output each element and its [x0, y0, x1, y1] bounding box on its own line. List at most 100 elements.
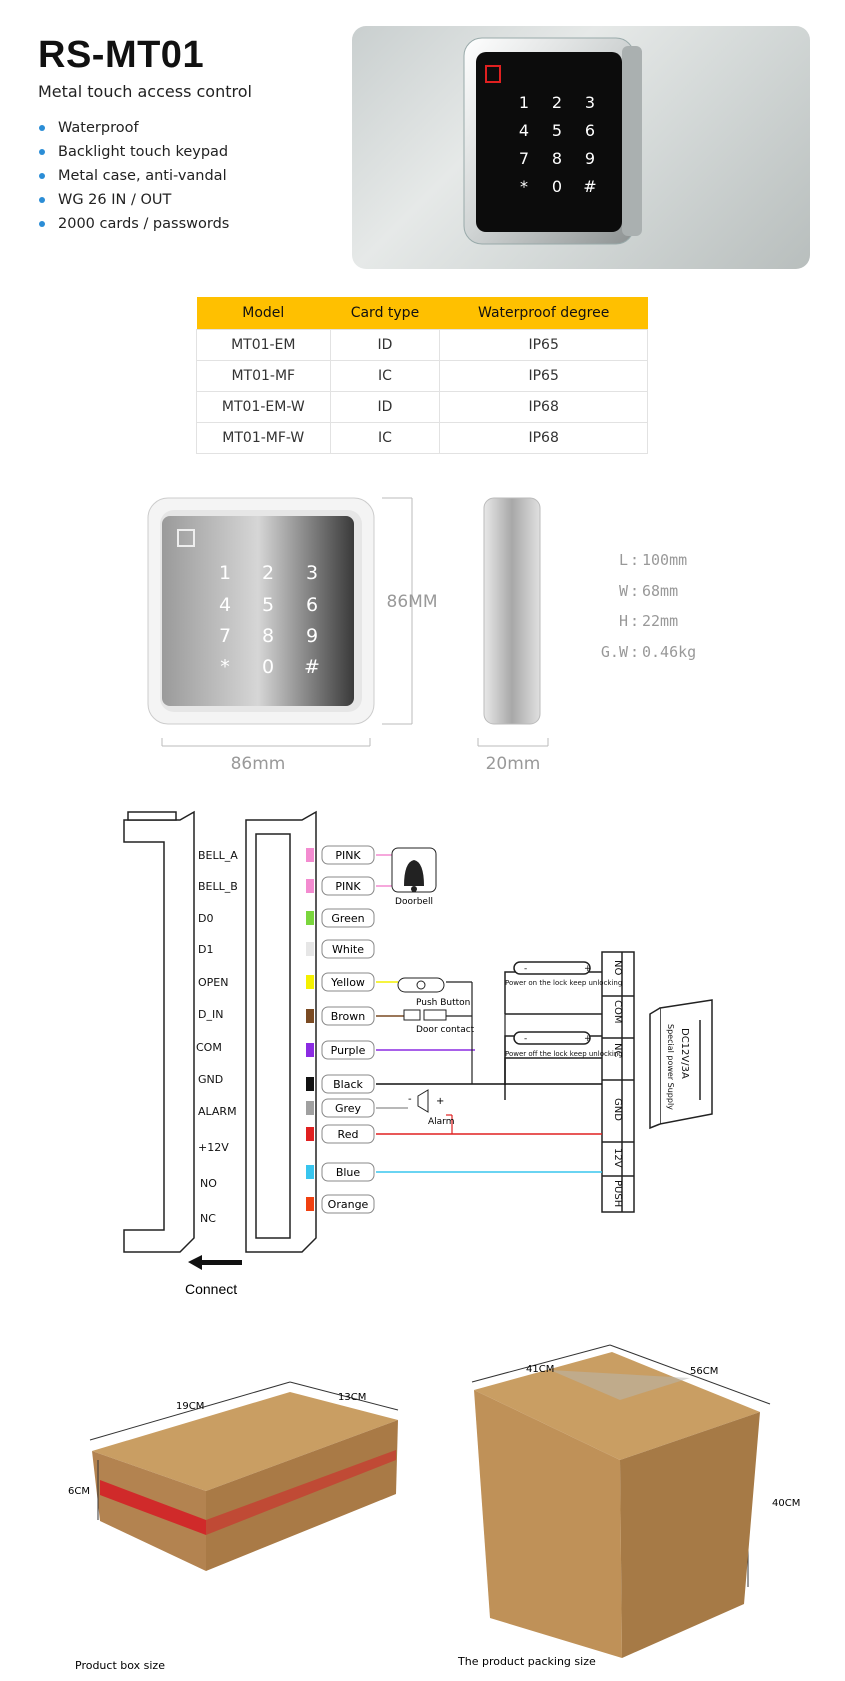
- pin-label: D_IN: [198, 1008, 223, 1021]
- spec-key: W: [619, 582, 629, 600]
- door-contact-label: Door contact: [416, 1025, 475, 1035]
- pin-label: +12V: [198, 1141, 229, 1154]
- pin-label: GND: [198, 1073, 223, 1086]
- table-row: MT01-MF IC IP65: [196, 360, 648, 392]
- table-cell: IP68: [439, 391, 648, 423]
- pin-labels: BELL_A BELL_B D0 D1 OPEN D_IN COM GND AL…: [196, 849, 238, 1225]
- key: 4: [519, 121, 529, 140]
- wire-label-box: [321, 1194, 375, 1214]
- page-subtitle: Metal touch access control: [38, 82, 252, 101]
- table-row: MT01-MF-W IC IP68: [196, 422, 648, 454]
- terminal-label: 12V: [612, 1148, 623, 1168]
- doorbell-label: Doorbell: [395, 897, 433, 907]
- spec-value: 0.46kg: [642, 643, 696, 661]
- wire-color-marker: [306, 975, 314, 989]
- dimension-drawing: 1 2 3 4 5 6 7 8 9 * 0 # 86MM 86mm 20mm L…: [147, 497, 696, 774]
- wire-label: Grey: [335, 1102, 362, 1115]
- dim-label: 41CM: [526, 1364, 554, 1375]
- table-cell: IC: [329, 422, 441, 454]
- table-cell: IP65: [439, 360, 648, 392]
- push-button-label: Push Button: [416, 998, 470, 1008]
- table-cell: MT01-EM: [196, 329, 331, 361]
- wire-label: Green: [331, 912, 364, 925]
- terminal-label: COM: [612, 1000, 623, 1023]
- table-cell: MT01-MF-W: [196, 422, 331, 454]
- key: 2: [552, 93, 562, 112]
- wire-label-box: [321, 939, 375, 959]
- terminal-label: NC: [612, 1043, 623, 1057]
- key: 8: [552, 149, 562, 168]
- terminal-label: NO: [612, 960, 623, 975]
- wire-label-box: [321, 1040, 375, 1060]
- dim-label: 19CM: [176, 1401, 204, 1412]
- key: 7: [519, 149, 529, 168]
- wire-label-box: [321, 845, 375, 865]
- key: 8: [262, 625, 274, 647]
- key: 5: [552, 121, 562, 140]
- table-cell: MT01-EM-W: [196, 391, 331, 423]
- wire-label-box: [321, 972, 375, 992]
- key: 6: [585, 121, 595, 140]
- keypad-illustration: 1 2 3 4 5 6 7 8 9 * 0 #: [463, 37, 642, 245]
- lock-note: Power off the lock keep unlocking: [505, 1050, 623, 1058]
- spec-key: L: [619, 551, 628, 569]
- svg-text::: :: [630, 551, 639, 569]
- wire-color-marker: [306, 1127, 314, 1141]
- spec-value: 22mm: [642, 612, 678, 630]
- dim-label: 40CM: [772, 1498, 800, 1509]
- table-cell: IP68: [439, 422, 648, 454]
- key: 3: [306, 562, 318, 584]
- pin-label: OPEN: [198, 976, 228, 989]
- pin-label: ALARM: [198, 1105, 237, 1118]
- table-cell: ID: [329, 391, 441, 423]
- wire-label: Brown: [331, 1010, 366, 1023]
- table-header: Waterproof degree: [439, 297, 648, 330]
- box-size-illustration: 19CM 13CM 6CM Product box size 41CM 56CM…: [68, 1344, 800, 1672]
- key: 9: [585, 149, 595, 168]
- packing-box-image: [474, 1352, 760, 1658]
- wire-label: Orange: [328, 1198, 369, 1211]
- key: 9: [306, 625, 318, 647]
- svg-text:-: -: [524, 1034, 527, 1044]
- dim-label: 13CM: [338, 1392, 366, 1403]
- svg-text:+: +: [584, 964, 592, 974]
- svg-text::: :: [630, 612, 639, 630]
- wire-color-marker: [306, 942, 314, 956]
- table-row: MT01-EM ID IP65: [196, 329, 648, 361]
- wire-color-marker: [306, 911, 314, 925]
- wire-color-marker: [306, 848, 314, 862]
- spec-key: G.W: [601, 643, 629, 661]
- feature-item: Metal case, anti-vandal: [38, 164, 229, 188]
- width-label: 86mm: [231, 754, 286, 774]
- lock-note: Power on the lock keep unlocking: [505, 979, 622, 987]
- page-title: RS-MT01: [38, 34, 205, 76]
- wire-label-box: [321, 1074, 375, 1094]
- table-header: Model: [196, 297, 331, 330]
- wire-label: White: [332, 943, 364, 956]
- svg-text:-: -: [524, 964, 527, 974]
- alarm-icon: -+: [408, 1089, 444, 1113]
- key: 2: [262, 562, 274, 584]
- svg-text::: :: [630, 582, 639, 600]
- wiring-diagram: BELL_A BELL_B D0 D1 OPEN D_IN COM GND AL…: [123, 810, 713, 1297]
- key: 7: [219, 625, 231, 647]
- wire-label-box: [321, 1162, 375, 1182]
- svg-text:+: +: [436, 1096, 444, 1107]
- wire-label-box: [321, 908, 375, 928]
- key: 1: [219, 562, 231, 584]
- spec-value: 100mm: [642, 551, 687, 569]
- wire-color-marker: [306, 1165, 314, 1179]
- key: 5: [262, 594, 274, 616]
- pin-label: NC: [200, 1212, 216, 1225]
- supply-label: DC12V/3A: [679, 1028, 690, 1079]
- table-cell: ID: [329, 329, 441, 361]
- wire-label-box: [321, 1124, 375, 1144]
- table-cell: IP65: [439, 329, 648, 361]
- key: 6: [306, 594, 318, 616]
- supply-label: Special power Supply: [666, 1024, 675, 1110]
- feature-item: WG 26 IN / OUT: [38, 188, 229, 212]
- key: 0: [552, 177, 562, 196]
- key: #: [304, 656, 320, 678]
- pin-label: COM: [196, 1041, 222, 1054]
- depth-label: 20mm: [486, 754, 541, 774]
